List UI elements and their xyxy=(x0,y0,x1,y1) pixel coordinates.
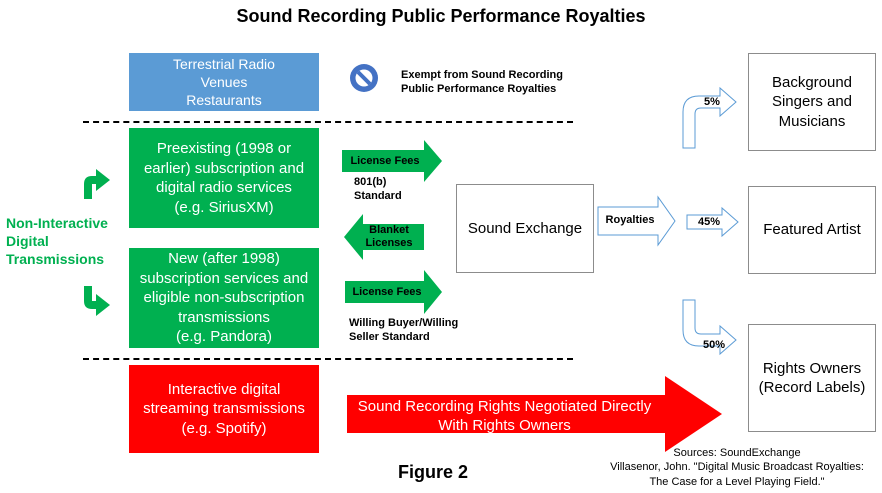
page-title: Sound Recording Public Performance Royal… xyxy=(236,6,646,26)
featured-arrow xyxy=(686,206,739,238)
pct-background-label: 5% xyxy=(704,96,720,108)
bent-arrow-down-right xyxy=(682,299,737,356)
royalties-label: Royalties xyxy=(605,214,655,226)
preexisting-services-box: Preexisting (1998 or earlier) subscripti… xyxy=(129,128,319,228)
featured-artist-box: Featured Artist xyxy=(748,186,876,274)
negotiated-arrow xyxy=(347,376,722,452)
license-fees-arrow-2 xyxy=(345,270,442,314)
exempt-venues-box: Terrestrial Radio Venues Restaurants xyxy=(129,53,319,111)
pct-owners-label: 50% xyxy=(702,339,726,351)
non-interactive-label: Non-Interactive Digital Transmissions xyxy=(6,215,108,268)
curved-arrow-up-icon xyxy=(84,169,110,199)
royalties-arrow xyxy=(597,195,676,247)
figure-label: Figure 2 xyxy=(398,462,469,482)
negotiated-label: Sound Recording Rights Negotiated Direct… xyxy=(357,398,652,434)
divider-top xyxy=(83,121,573,123)
new-services-box: New (after 1998) subscription services a… xyxy=(129,248,319,348)
sound-exchange-box: Sound Exchange xyxy=(456,184,594,273)
willing-buyer-label: Willing Buyer/Willing Seller Standard xyxy=(349,317,459,344)
divider-bottom xyxy=(83,358,573,360)
license-fees-label-2: License Fees xyxy=(352,286,422,298)
rights-owners-box: Rights Owners (Record Labels) xyxy=(748,324,876,432)
curved-arrow-down-icon xyxy=(84,286,110,316)
pct-featured-label: 45% xyxy=(697,216,721,228)
license-fees-label-1: License Fees xyxy=(350,155,420,167)
sources-note: Sources: SoundExchange Villasenor, John.… xyxy=(610,447,864,488)
interactive-streaming-box: Interactive digital streaming transmissi… xyxy=(129,365,319,453)
license-fees-arrow-1 xyxy=(342,140,442,182)
no-entry-icon xyxy=(350,64,378,92)
exempt-label: Exempt from Sound Recording Public Perfo… xyxy=(401,69,563,96)
blanket-licenses-label: Blanket Licenses xyxy=(365,224,413,250)
bent-arrow-up-right xyxy=(682,86,737,149)
blanket-licenses-arrow xyxy=(344,214,424,260)
standard-801b-label: 801(b) Standard xyxy=(354,176,402,203)
background-singers-box: Background Singers and Musicians xyxy=(748,53,876,151)
